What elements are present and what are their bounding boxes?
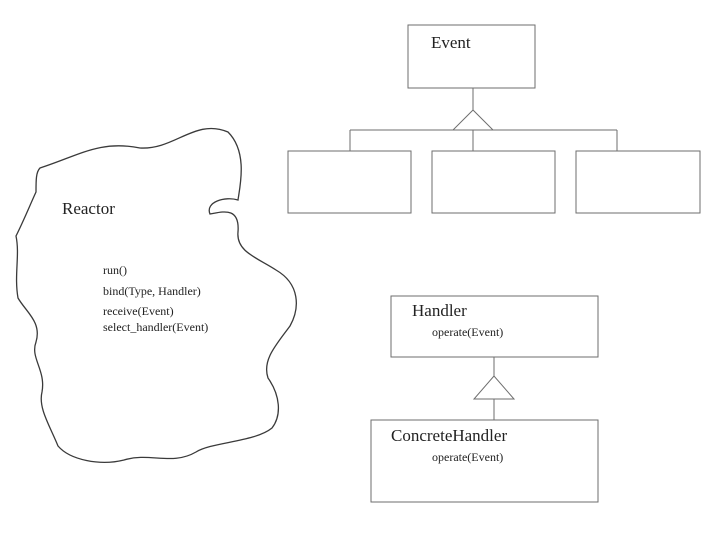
reactor-method-run: run(): [103, 263, 127, 277]
event-subclass-box-3: [575, 150, 701, 214]
event-subclass-box-1: [287, 150, 412, 214]
reactor-method-bind: bind(Type, Handler): [103, 284, 201, 298]
reactor-blob-outline: [15, 127, 297, 463]
reactor-method-select-handler: select_handler(Event): [103, 320, 209, 334]
event-title: Event: [431, 33, 471, 52]
handler-inheritance-triangle: [472, 375, 516, 400]
concrete-handler-class-box: [370, 419, 599, 503]
reactor-title: Reactor: [62, 199, 115, 218]
handler-title: Handler: [412, 301, 467, 320]
event-class-box: [407, 24, 536, 89]
event-inheritance-triangle: [451, 109, 495, 131]
event-subclass-box-2: [431, 150, 556, 214]
concrete-handler-title: ConcreteHandler: [391, 426, 508, 445]
reactor-method-receive: receive(Event): [103, 304, 174, 318]
concrete-handler-method-operate: operate(Event): [432, 450, 504, 464]
handler-method-operate: operate(Event): [432, 325, 504, 339]
handler-class-box: [390, 295, 599, 358]
